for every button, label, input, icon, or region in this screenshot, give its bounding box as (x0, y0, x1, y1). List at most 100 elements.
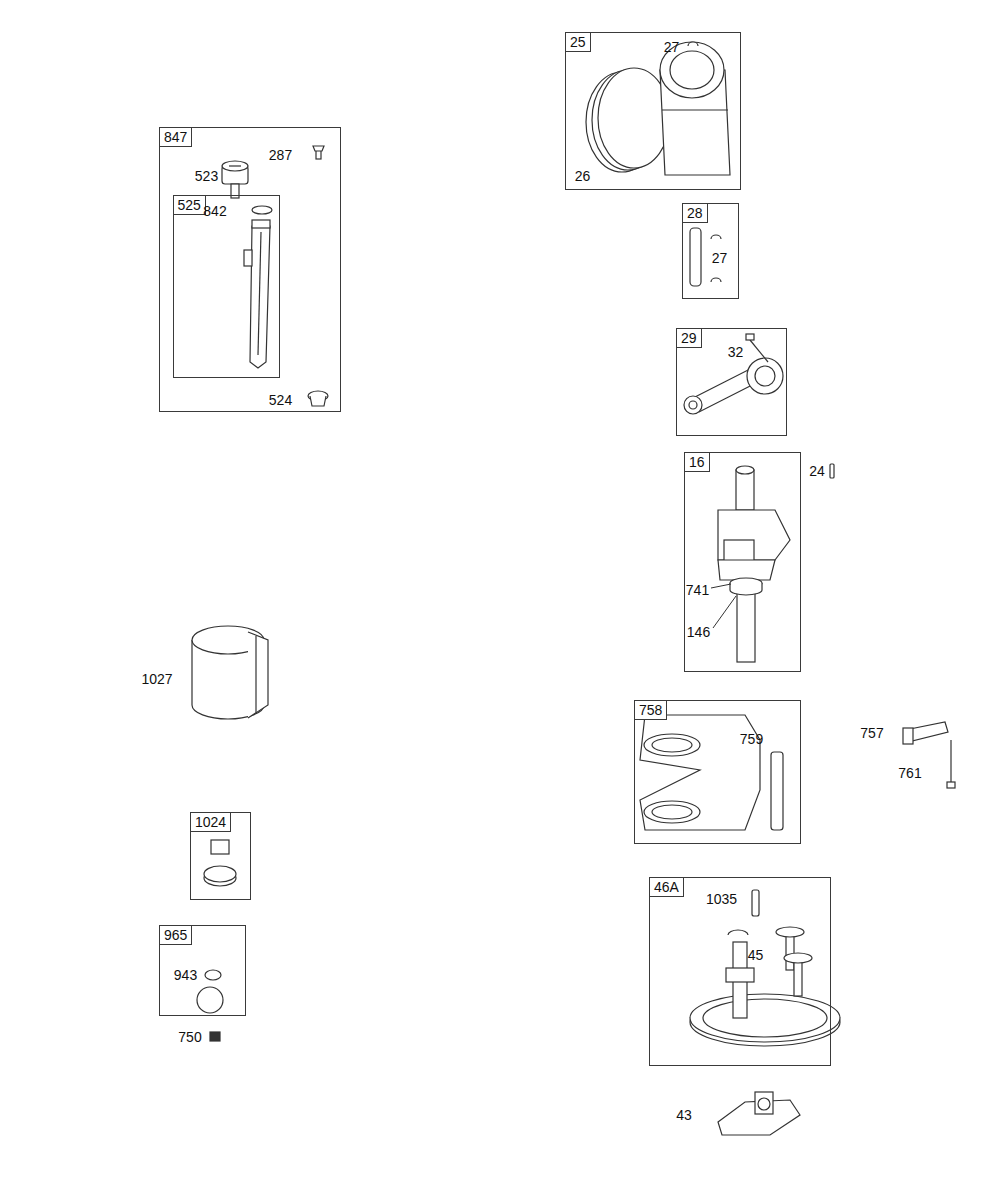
plug (210, 1032, 220, 1041)
circlip (688, 42, 698, 46)
callout-number: 943 (174, 967, 197, 983)
callout-number: 32 (728, 344, 744, 360)
callout-number: 761 (898, 765, 921, 781)
crankshaft (736, 466, 754, 474)
tappet (776, 927, 812, 996)
callout-number: 27 (664, 39, 680, 55)
oil-filter (255, 636, 256, 714)
rocker-arm (903, 728, 913, 744)
parts-group-box: 28 27 (682, 203, 739, 299)
dipstick-cap (222, 161, 248, 171)
governor-assembly (718, 1092, 800, 1135)
compression-release (752, 890, 759, 916)
drain-plug (204, 866, 236, 882)
callout-number: 1027 (141, 671, 172, 687)
leader-line (711, 584, 731, 588)
oil-filter (248, 632, 268, 718)
callout-number: 26 (575, 168, 591, 184)
parts-group-box: 16 741 146 (684, 452, 801, 672)
push-rod (950, 740, 951, 788)
callout-number: 43 (676, 1107, 692, 1123)
rod-bolt (750, 340, 768, 362)
bearing-housing (652, 805, 692, 819)
connecting-rod (684, 358, 783, 414)
key (830, 464, 834, 478)
parts-group-box: 758 759 (634, 700, 801, 844)
callout-number: 757 (860, 725, 883, 741)
bearing-housing (652, 738, 692, 752)
cover-plate (197, 970, 223, 1013)
connecting-rod (755, 366, 775, 386)
parts-group-box: 252726 (565, 32, 741, 190)
group-number: 1024 (191, 813, 231, 832)
crankshaft (736, 470, 754, 510)
crank-gear (730, 583, 762, 595)
callout-number: 741 (686, 582, 709, 598)
governor-assembly (758, 1098, 770, 1110)
callout-number: 146 (687, 624, 710, 640)
rod-bolt (746, 334, 754, 340)
oil-filter (192, 626, 268, 719)
dipstick-cap (231, 184, 239, 198)
callout-number: 45 (748, 947, 764, 963)
tappet (784, 953, 812, 963)
group-number: 16 (685, 453, 710, 472)
bearing-housing (644, 801, 700, 823)
crankshaft (718, 560, 775, 580)
wrist-pin (690, 228, 701, 286)
drain-plug (211, 840, 229, 854)
dipstick-tube (258, 232, 261, 355)
connecting-rod (684, 396, 702, 414)
parts-group-box: 1024 (190, 812, 251, 900)
group-number: 847 (160, 128, 192, 147)
group-number: 28 (683, 204, 708, 223)
plug (210, 1032, 220, 1041)
key (830, 464, 834, 478)
dipstick-tube (250, 226, 270, 368)
group-number: 758 (635, 701, 667, 720)
cam-gear (703, 999, 827, 1037)
tappet (776, 927, 804, 937)
connecting-rod (747, 358, 783, 394)
piston-rings (598, 68, 670, 168)
grommet (308, 391, 328, 406)
parts-group-box: 965 943 (159, 925, 246, 1016)
o-ring (252, 206, 272, 214)
dipstick-tube (244, 220, 270, 368)
parts-group-box: 525842847287523524 (159, 127, 341, 412)
cover-plate (197, 987, 223, 1013)
rod-bolt (746, 334, 768, 362)
piston (670, 51, 714, 89)
connecting-rod (689, 401, 697, 409)
dipstick-cap (229, 165, 241, 166)
governor-assembly (755, 1092, 773, 1114)
callout-number: 842 (203, 203, 226, 219)
callout-number: 27 (712, 250, 728, 266)
o-ring (252, 206, 272, 214)
retainer-ring (728, 930, 748, 935)
crankshaft (724, 540, 754, 562)
screw (313, 146, 324, 159)
bearing-housing (644, 734, 700, 756)
callout-number: 1035 (706, 891, 737, 907)
tappet (794, 958, 802, 996)
callout-number: 524 (269, 392, 292, 408)
callout-number: 750 (178, 1029, 201, 1045)
retainer-ring (728, 930, 748, 935)
parts-group-box: 2932 (676, 328, 787, 436)
dipstick-cap (222, 161, 248, 198)
callout-number: 759 (740, 731, 763, 747)
piston (662, 109, 728, 110)
leader-line (711, 584, 736, 628)
cam-gear (690, 994, 840, 1046)
callout-number: 287 (269, 147, 292, 163)
compression-release (752, 890, 759, 916)
push-rod (947, 782, 955, 788)
group-number: 525 (174, 196, 206, 215)
leader-line (713, 596, 736, 628)
grommet (310, 396, 326, 406)
group-number: 965 (160, 926, 192, 945)
screw (313, 146, 324, 151)
rocker-arm (903, 722, 948, 744)
